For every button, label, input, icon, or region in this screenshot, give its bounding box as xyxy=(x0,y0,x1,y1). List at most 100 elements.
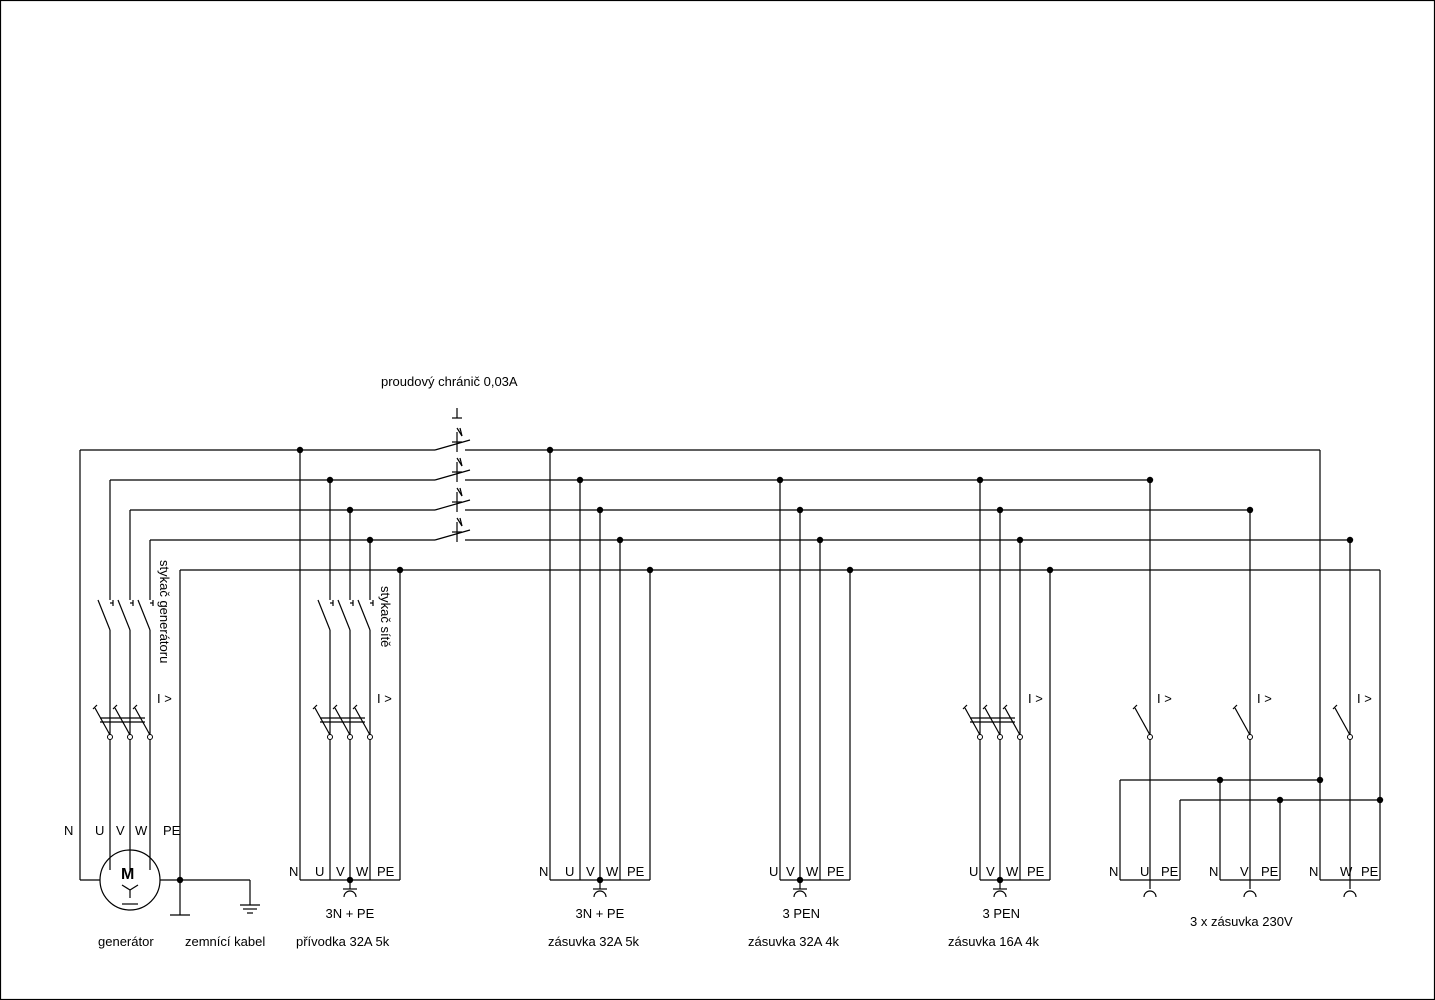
breaker-pivot xyxy=(1017,734,1023,740)
terminal-label: PE xyxy=(163,823,181,838)
breaker-label: I > xyxy=(1028,691,1043,706)
breaker-contact xyxy=(1334,707,1351,736)
contactor-contact xyxy=(117,599,131,631)
terminal-label: PE xyxy=(1261,864,1279,879)
socket-icon xyxy=(1343,890,1357,898)
breaker-latch xyxy=(112,704,118,710)
socket-type-label: 3 PEN xyxy=(783,906,821,921)
breaker-latch xyxy=(352,704,358,710)
terminal-label: V xyxy=(786,864,795,879)
rcd-contact xyxy=(434,499,471,511)
socket-icon xyxy=(793,890,807,898)
breaker-label: I > xyxy=(157,691,172,706)
breaker-latch xyxy=(1232,704,1238,710)
breaker-pivot xyxy=(147,734,153,740)
breaker-pivot xyxy=(997,734,1003,740)
ground-cable-label: zemnící kabel xyxy=(185,934,265,949)
socket-label: zásuvka 32A 4k xyxy=(748,934,840,949)
socket-type-label: 3N + PE xyxy=(576,906,625,921)
breaker-pivot xyxy=(347,734,353,740)
terminal-label: W xyxy=(806,864,819,879)
breaker-latch xyxy=(1132,704,1138,710)
terminal-label: PE xyxy=(627,864,645,879)
terminal-label: PE xyxy=(377,864,395,879)
socket-label: přívodka 32A 5k xyxy=(296,934,390,949)
terminal-label: V xyxy=(586,864,595,879)
contactor-label-mains: stykač sítě xyxy=(378,586,393,647)
terminal-label: W xyxy=(356,864,369,879)
contactor-contact xyxy=(317,599,331,631)
motor-star xyxy=(129,884,139,891)
terminal-label: N xyxy=(64,823,73,838)
breaker-pivot xyxy=(977,734,983,740)
socket-icon xyxy=(343,890,357,898)
terminal-label: U xyxy=(315,864,324,879)
terminal-label: V xyxy=(1240,864,1249,879)
contactor-contact xyxy=(97,599,111,631)
terminal-label: N xyxy=(1309,864,1318,879)
motor-symbol: M xyxy=(121,866,134,883)
terminal-label: V xyxy=(336,864,345,879)
rcd-arrow xyxy=(459,487,463,497)
socket-label: zásuvka 32A 5k xyxy=(548,934,640,949)
socket-icon xyxy=(1243,890,1257,898)
terminal-label: PE xyxy=(1027,864,1045,879)
terminal-label: V xyxy=(986,864,995,879)
terminal-label: N xyxy=(289,864,298,879)
labels: proudový chránič 0,03A stykač generátoru… xyxy=(64,374,1372,949)
socket-type-label: 3 PEN xyxy=(983,906,1021,921)
terminal-label: U xyxy=(95,823,104,838)
socket-icon xyxy=(993,890,1007,898)
junction-dot xyxy=(1146,476,1154,484)
breaker-pivot xyxy=(1347,734,1353,740)
breaker-pivot xyxy=(1247,734,1253,740)
motor-star xyxy=(121,884,131,891)
rcd-contact xyxy=(434,439,471,451)
breaker-pivot xyxy=(127,734,133,740)
motor-icon xyxy=(99,849,161,911)
breaker-latch xyxy=(92,704,98,710)
rcd-arrow xyxy=(459,457,463,467)
rcd-arrow xyxy=(459,517,463,527)
terminal-label: V xyxy=(116,823,125,838)
breaker-latch xyxy=(332,704,338,710)
terminal-label: N xyxy=(1209,864,1218,879)
terminal-label: W xyxy=(135,823,148,838)
breaker-latch xyxy=(312,704,318,710)
breaker-contact xyxy=(1234,707,1251,736)
terminal-label: W xyxy=(1006,864,1019,879)
terminal-label: PE xyxy=(827,864,845,879)
breaker-latch xyxy=(1332,704,1338,710)
junction-dot xyxy=(1246,506,1254,514)
terminal-label: U xyxy=(1140,864,1149,879)
breaker-pivot xyxy=(1147,734,1153,740)
terminal-label: W xyxy=(1340,864,1353,879)
breaker-label: I > xyxy=(1257,691,1272,706)
wires xyxy=(79,408,1384,916)
contactor-contact xyxy=(357,599,371,631)
socket-icon xyxy=(593,890,607,898)
single-phase-label: 3 x zásuvka 230V xyxy=(1190,914,1293,929)
rcd-contact xyxy=(434,469,471,481)
breaker-contact xyxy=(1134,707,1151,736)
terminal-label: U xyxy=(769,864,778,879)
rcd-contact xyxy=(434,529,471,541)
breaker-latch xyxy=(1002,704,1008,710)
breaker-latch xyxy=(962,704,968,710)
breaker-latch xyxy=(132,704,138,710)
terminal-label: PE xyxy=(1161,864,1179,879)
generator-label: generátor xyxy=(98,934,154,949)
breaker-latch xyxy=(982,704,988,710)
socket-label: zásuvka 16A 4k xyxy=(948,934,1040,949)
terminal-label: N xyxy=(1109,864,1118,879)
breaker-label: I > xyxy=(1357,691,1372,706)
breaker-label: I > xyxy=(377,691,392,706)
breaker-pivot xyxy=(107,734,113,740)
terminal-label: U xyxy=(565,864,574,879)
breaker-pivot xyxy=(327,734,333,740)
terminal-label: U xyxy=(969,864,978,879)
contactor-contact xyxy=(137,599,151,631)
terminal-label: N xyxy=(539,864,548,879)
rcd-arrow xyxy=(459,427,463,437)
